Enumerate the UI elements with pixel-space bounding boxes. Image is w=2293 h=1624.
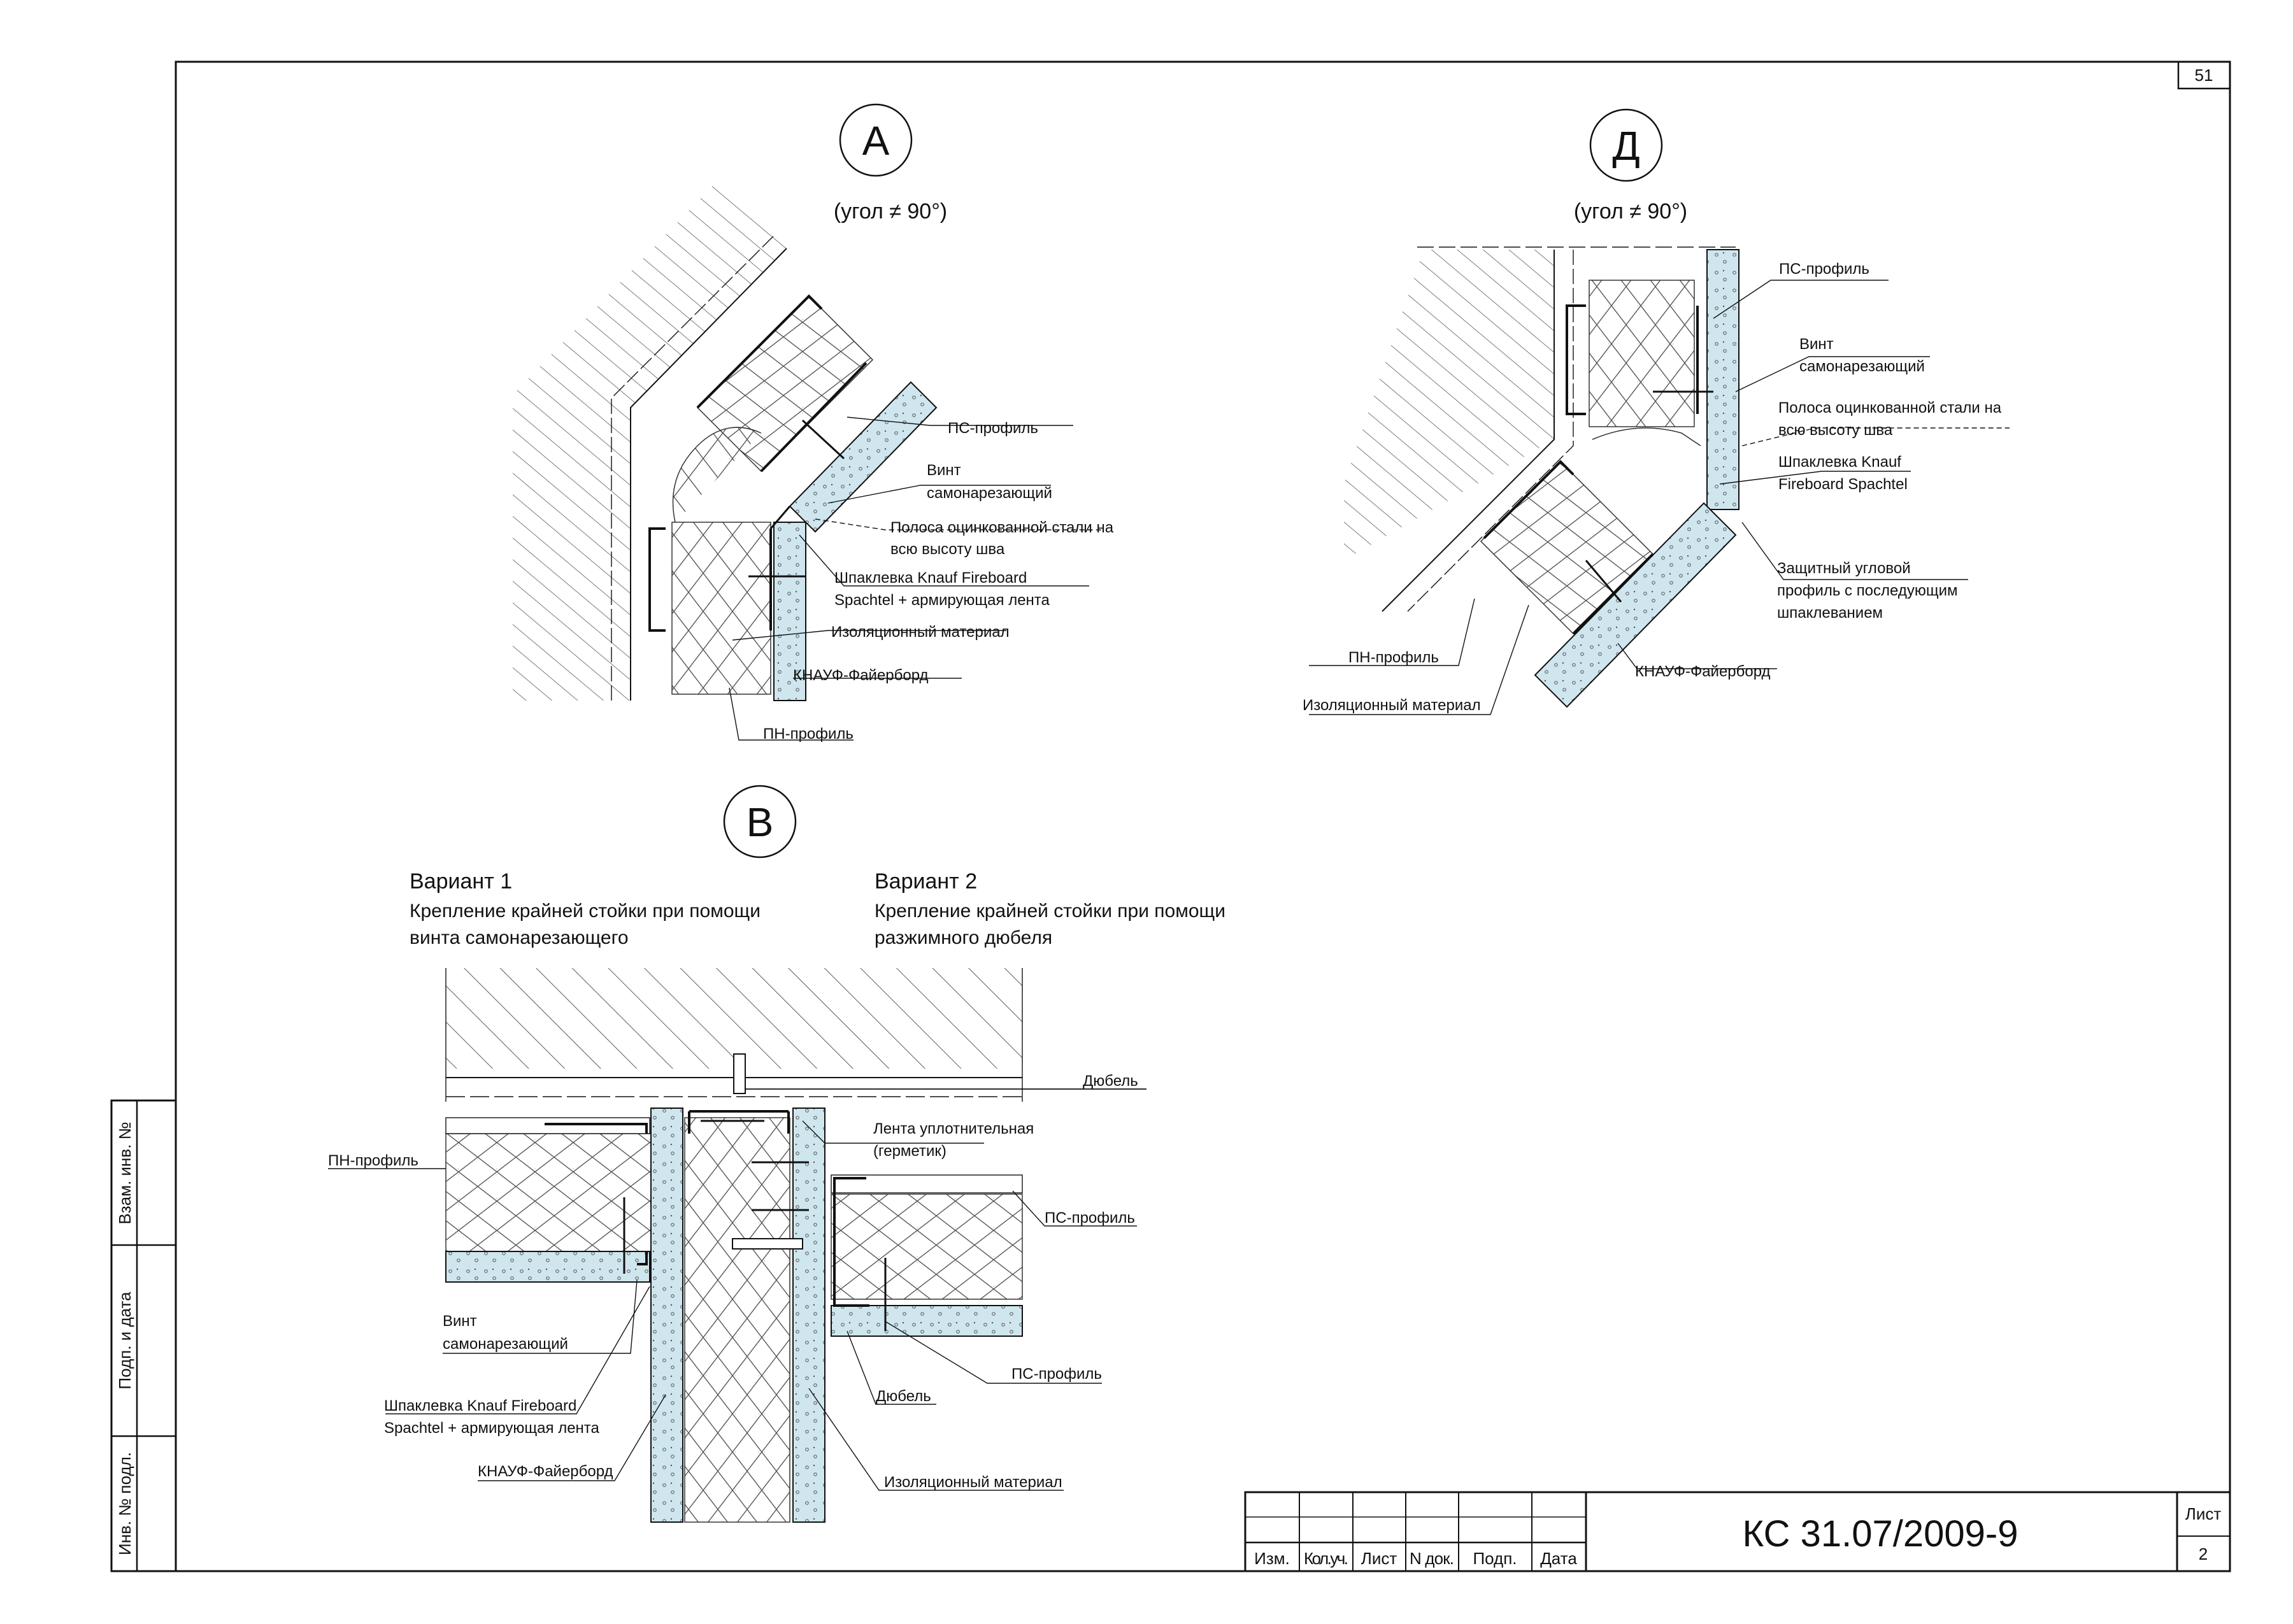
detail-v-label-board: КНАУФ-Файерборд [478, 1463, 613, 1480]
variant2-desc-1: Крепление крайней стойки при помощи [875, 901, 1225, 922]
tb-header-kolch: Кол.уч. [1304, 1549, 1348, 1568]
detail-a-insulation-vertical [671, 522, 771, 695]
detail-v-right-board [831, 1305, 1023, 1337]
detail-v-left-board [445, 1251, 650, 1283]
detail-a-board-vertical [773, 522, 806, 701]
variant1-desc-1: Крепление крайней стойки при помощи [410, 901, 761, 922]
detail-d-label-board: КНАУФ-Файерборд [1635, 663, 1771, 680]
detail-v-label-insulation: Изоляционный материал [884, 1474, 1062, 1491]
tb-header-data: Дата [1540, 1549, 1577, 1568]
detail-d-label-pn-profile: ПН-профиль [1348, 649, 1439, 666]
detail-v: В Вариант 1 Крепление крайней стойки при… [328, 785, 1225, 1523]
detail-a-label-screw-2: самонарезающий [927, 485, 1052, 502]
sheet-number: 51 [2195, 66, 2213, 85]
detail-d: Д (угол ≠ 90°) ПС-профиль Винт самонарез… [1303, 108, 2010, 715]
title-block: Изм. Кол.уч. Лист N док. Подп. Дата КС 3… [1244, 1491, 2231, 1572]
detail-a-marker-circle [839, 103, 913, 177]
detail-d-insulation-vertical [1589, 280, 1695, 427]
detail-v-right-insulation [831, 1193, 1023, 1300]
detail-a-label-strip-2: всю высоту шва [890, 541, 1005, 558]
detail-a-label-insulation: Изоляционный материал [831, 623, 1010, 641]
detail-v-label-screw-1: Винт [443, 1313, 477, 1330]
detail-a-base-wall [513, 182, 787, 701]
side-cell-vzam: Взам. инв. № [115, 1122, 134, 1224]
detail-v-marker-circle [723, 785, 797, 858]
side-cell-inv: Инв. № подл. [115, 1452, 134, 1555]
detail-v-label-screw-2: самонарезающий [443, 1336, 568, 1353]
detail-d-label-corner-2: профиль с последующим [1777, 582, 1958, 599]
detail-d-label-strip-2: всю высоту шва [1778, 422, 1893, 439]
detail-v-label-putty-2: Spachtel + армирующая лента [384, 1420, 600, 1437]
sheet-value: 2 [2199, 1544, 2208, 1563]
detail-d-label-putty-1: Шпаклевка Knauf [1778, 453, 1901, 471]
detail-v-ceiling-slab [446, 968, 1022, 1069]
detail-d-marker-circle [1589, 108, 1663, 182]
variant2-desc-2: разжимного дюбеля [875, 927, 1052, 948]
sheet-label: Лист [2185, 1504, 2222, 1523]
detail-v-label-ps-profile-1: ПС-профиль [1045, 1209, 1135, 1227]
variant1-desc-2: винта самонарезающего [410, 927, 629, 948]
detail-v-vertical-insulation [684, 1117, 790, 1523]
detail-a-label-putty-2: Spachtel + армирующая лента [834, 592, 1050, 609]
side-stamp: Взам. инв. № Подп. и дата Инв. № подл. [110, 1099, 177, 1572]
detail-v-label-seal-1: Лента уплотнительная [873, 1120, 1034, 1137]
detail-d-label-strip-1: Полоса оцинкованной стали на [1778, 399, 2002, 417]
detail-v-vertical-board-right [792, 1108, 825, 1523]
detail-a-label-strip-1: Полоса оцинкованной стали на [890, 519, 1114, 536]
detail-d-angle: (угол ≠ 90°) [1574, 199, 1687, 224]
detail-a-label-putty-1: Шпаклевка Knauf Fireboard [834, 569, 1027, 587]
detail-a-label-board: КНАУФ-Файерборд [793, 667, 929, 684]
detail-a-label-screw-1: Винт [927, 462, 961, 479]
detail-d-label-putty-2: Fireboard Spachtel [1778, 476, 1908, 493]
detail-v-left-insulation [445, 1133, 654, 1252]
detail-a-board-diagonal [789, 381, 938, 533]
detail-v-label-ps-profile-2: ПС-профиль [1011, 1365, 1102, 1383]
detail-v-label-putty-1: Шпаклевка Knauf Fireboard [384, 1397, 576, 1414]
detail-v-label-dowel-bottom: Дюбель [876, 1388, 931, 1405]
detail-d-marker: Д [1612, 123, 1639, 169]
detail-d-board-vertical [1706, 249, 1739, 510]
detail-a-label-pn-profile: ПН-профиль [763, 725, 854, 743]
detail-a-marker: А [862, 118, 890, 164]
tb-header-ndok: N док. [1410, 1549, 1454, 1568]
detail-v-vertical-board-left [650, 1108, 683, 1523]
document-code: КС 31.07/2009-9 [1743, 1513, 2018, 1555]
detail-a-label-ps-profile: ПС-профиль [948, 420, 1038, 437]
detail-a-angle: (угол ≠ 90°) [834, 199, 947, 224]
detail-v-label-dowel-top: Дюбель [1083, 1072, 1138, 1090]
tb-header-izm: Изм. [1254, 1549, 1290, 1568]
variant1-title: Вариант 1 [410, 869, 512, 894]
detail-v-marker: В [746, 799, 774, 845]
drawing-frame [175, 61, 2231, 1572]
detail-d-label-corner-1: Защитный угловой [1777, 560, 1911, 577]
variant2-title: Вариант 2 [875, 869, 977, 894]
detail-d-label-screw-1: Винт [1799, 336, 1834, 353]
detail-v-label-pn-profile: ПН-профиль [328, 1152, 418, 1169]
side-cell-podp: Подп. и дата [115, 1292, 134, 1390]
sheet-number-box [2177, 61, 2231, 90]
detail-d-base-wall [1344, 250, 1554, 560]
tb-header-podp: Подп. [1473, 1549, 1517, 1568]
detail-v-label-seal-2: (герметик) [873, 1143, 946, 1160]
detail-d-label-screw-2: самонарезающий [1799, 358, 1925, 375]
detail-d-label-ps-profile: ПС-профиль [1779, 260, 1869, 278]
detail-d-label-corner-3: шпаклеванием [1777, 604, 1883, 622]
detail-a: А (угол ≠ 90°) ПС-профиль Винт самонарез… [513, 103, 1114, 743]
tb-header-list: Лист [1361, 1549, 1397, 1568]
detail-d-label-insulation: Изоляционный материал [1303, 697, 1481, 714]
